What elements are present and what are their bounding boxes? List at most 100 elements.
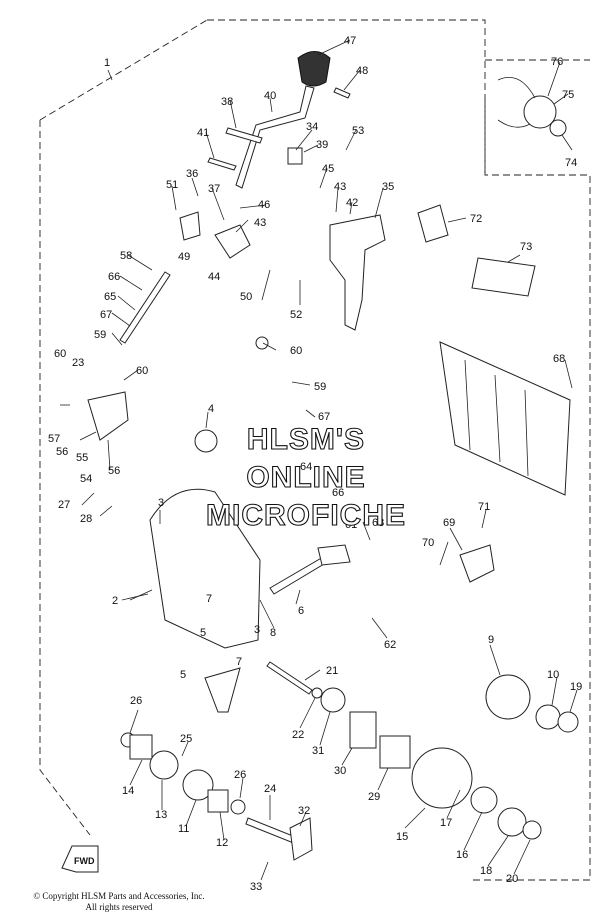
callout: 46 [258, 199, 270, 211]
crankcase-cover-2 [149, 488, 261, 649]
plate-32 [289, 817, 313, 861]
bolt-21 [266, 661, 313, 695]
callout: 19 [570, 681, 582, 693]
clip-20 [522, 820, 542, 840]
callout: 15 [396, 831, 408, 843]
callout: 43 [334, 181, 346, 193]
callout: 63 [372, 517, 384, 529]
callout: 29 [368, 791, 380, 803]
callout: 45 [322, 163, 334, 175]
callout: 56 [56, 446, 68, 458]
callout: 36 [186, 168, 198, 180]
rod-58 [119, 271, 171, 344]
callout: 59 [94, 329, 106, 341]
link-5 [204, 667, 241, 713]
callout: 51 [166, 179, 178, 191]
collar-74 [549, 119, 567, 137]
callout: 34 [306, 121, 318, 133]
callout: 14 [122, 785, 134, 797]
washer-22 [311, 687, 323, 699]
callout: 74 [565, 157, 577, 169]
plate-18 [497, 807, 527, 837]
hub-29 [379, 735, 411, 769]
shift-lever-40 [235, 85, 315, 189]
leader-lines [60, 39, 578, 881]
watermark-line1: HLSM'S [247, 423, 365, 456]
cover-68-ribs [464, 359, 529, 477]
callout: 17 [440, 817, 452, 829]
callout: 61 [345, 519, 357, 531]
sprocket-75 [523, 95, 557, 129]
callout: 67 [100, 309, 112, 321]
bracket-44 [214, 224, 251, 259]
spring-30 [349, 711, 377, 749]
callout: 3 [158, 497, 164, 509]
bushing-34 [287, 147, 303, 165]
gear-13 [149, 750, 179, 780]
callout: 31 [312, 745, 324, 757]
callout: 7 [206, 593, 212, 605]
callouts: 1 2 3 3 4 5 5 6 7 7 8 9 10 11 12 13 14 1… [48, 35, 582, 893]
callout: 11 [178, 823, 189, 835]
shift-arm-6 [317, 544, 351, 566]
callout: 38 [221, 96, 233, 108]
seal-4 [194, 429, 218, 453]
callout: 7 [236, 656, 242, 668]
callout: 16 [456, 849, 468, 861]
callout: 49 [178, 251, 190, 263]
copyright-line2: All rights reserved [85, 902, 153, 912]
callout: 52 [290, 309, 302, 321]
callout: 75 [562, 89, 574, 101]
callout: 13 [155, 809, 167, 821]
callout: 44 [208, 271, 220, 283]
callout: 56 [108, 465, 120, 477]
callout: 2 [112, 595, 118, 607]
callout: 50 [240, 291, 252, 303]
clutch-15 [411, 747, 473, 809]
callout: 39 [316, 139, 328, 151]
gear-11 [182, 769, 214, 801]
callout: 23 [72, 357, 84, 369]
callout: 43 [254, 217, 266, 229]
callout: 47 [344, 35, 356, 47]
callout: 76 [551, 56, 563, 68]
callout: 66 [332, 487, 344, 499]
callout: 26 [130, 695, 142, 707]
callout: 35 [382, 181, 394, 193]
callout: 54 [80, 473, 92, 485]
callout: 68 [553, 353, 565, 365]
copyright-notice: © Copyright HLSM Parts and Accessories, … [4, 891, 234, 913]
callout: 60 [290, 345, 302, 357]
callout: 4 [208, 403, 214, 415]
callout: 18 [480, 865, 492, 877]
watermark: HLSM'S ONLINE MICROFICHE [205, 422, 406, 532]
callout: 28 [80, 513, 92, 525]
callout: 65 [104, 291, 116, 303]
callout: 60 [54, 348, 66, 360]
callout: 5 [180, 669, 186, 681]
shift-knob-47 [297, 51, 331, 87]
callout: 5 [200, 627, 206, 639]
callout: 72 [470, 213, 482, 225]
fwd-label: FWD [74, 856, 95, 866]
washer-26b [230, 799, 246, 815]
copyright-line1: © Copyright HLSM Parts and Accessories, … [33, 891, 205, 901]
callout: 21 [326, 665, 338, 677]
watermark-line3: MICROFICHE [206, 499, 406, 532]
callout: 40 [264, 90, 276, 102]
inset-boundary [484, 59, 590, 175]
callout: 64 [300, 461, 312, 473]
callout: 6 [298, 605, 304, 617]
callout: 12 [216, 837, 228, 849]
washer-19 [557, 711, 579, 733]
callout: 32 [298, 805, 310, 817]
fwd-arrow: FWD [61, 845, 99, 873]
callout: 48 [356, 65, 368, 77]
sensor-69 [459, 544, 495, 583]
callout: 1 [104, 57, 110, 69]
callout: 71 [478, 501, 490, 513]
callout: 9 [488, 634, 494, 646]
callout: 10 [547, 669, 559, 681]
callout: 26 [234, 769, 246, 781]
